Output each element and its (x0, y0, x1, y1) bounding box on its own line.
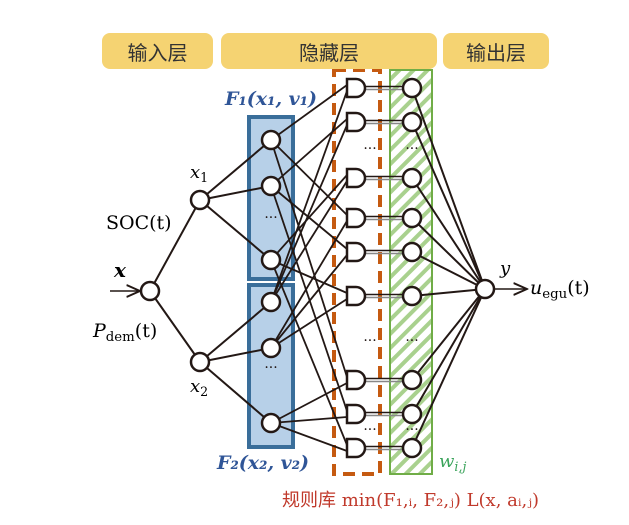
output-main: u (530, 277, 543, 299)
edge-f2-rule (270, 416, 348, 424)
rule-node (345, 403, 367, 425)
edge-x2-membership (199, 361, 272, 424)
ellipsis-weight-mid: ··· (405, 333, 418, 349)
rule-node (345, 241, 367, 263)
edge-f2-rule (270, 124, 348, 303)
ellipsis-f2: ··· (264, 360, 277, 376)
edge-weight-output (411, 288, 486, 297)
p-dem-label: Pdem(t) (93, 320, 157, 345)
header-hidden-layer: 隐藏层 (221, 33, 437, 69)
x2-sub: 2 (200, 383, 209, 399)
membership-node-f1 (260, 249, 282, 271)
ellipsis-weight-top: ··· (405, 141, 418, 157)
edge-weight-output (411, 177, 486, 290)
weight-layer-box (389, 69, 433, 475)
header-output-layer: 输出层 (443, 33, 549, 69)
x2-node (189, 351, 211, 373)
p-dem-tail: (t) (134, 320, 158, 342)
output-sub: egu (542, 286, 568, 302)
x1-sub: 1 (200, 169, 209, 185)
membership-node-f2 (260, 337, 282, 359)
x1-node (189, 189, 211, 211)
edge-input-x1 (149, 199, 201, 292)
ellipsis-rule-mid: ··· (363, 333, 376, 349)
f2-label: F₂(x₂, v₂) (217, 452, 310, 474)
weight-node (401, 241, 423, 263)
edge-input-x2 (149, 290, 201, 363)
membership-node-f1 (260, 129, 282, 151)
ellipsis-f1: ··· (264, 210, 277, 226)
edge-f2-rule (270, 298, 348, 349)
edge-f2-rule (270, 220, 348, 349)
p-dem-main: P (93, 320, 106, 342)
weight-node (401, 285, 423, 307)
edge-x1-membership (199, 199, 272, 261)
edge-f1-rule (270, 139, 348, 378)
rule-base-label: 规则库 min(F₁,ᵢ, F₂,ⱼ) L(x, aᵢ,ⱼ) (282, 490, 540, 511)
output-tail: (t) (567, 277, 590, 299)
rule-node (345, 167, 367, 189)
input-vector-label: x (114, 258, 126, 282)
rule-layer-box (332, 68, 382, 476)
weight-node (401, 403, 423, 425)
edge-f2-rule (270, 422, 348, 452)
edge-f1-rule (270, 84, 348, 141)
edge-weight-output (411, 87, 486, 290)
edge-f1-rule (270, 259, 348, 446)
membership-node-f2 (260, 291, 282, 313)
edge-f1-rule (270, 174, 348, 261)
x2-main: x (190, 376, 201, 397)
ellipsis-rule-bottom: ··· (363, 422, 376, 438)
edge-x1-membership (199, 139, 272, 201)
edge-f2-rule (270, 254, 348, 349)
weight-node (401, 207, 423, 229)
p-dem-sub: dem (105, 329, 135, 345)
membership-node-f2 (260, 412, 282, 434)
weight-node (401, 437, 423, 459)
edge-f2-rule (270, 180, 348, 303)
weight-sub: i,j (454, 458, 467, 474)
header-input-layer: 输入层 (102, 33, 213, 69)
edge-weight-output (411, 121, 486, 290)
x1-label: x1 (190, 162, 208, 185)
weight-node (401, 167, 423, 189)
weight-node (401, 111, 423, 133)
rule-node (345, 77, 367, 99)
weight-node (401, 369, 423, 391)
edge-f1-rule (270, 185, 348, 412)
weight-node (401, 77, 423, 99)
weight-label: wi,j (439, 451, 466, 474)
edge-weight-output (411, 288, 486, 415)
output-label: uegu(t) (530, 277, 590, 302)
rule-node (345, 437, 367, 459)
rule-node (345, 369, 367, 391)
input-node (139, 280, 161, 302)
weight-main: w (439, 451, 455, 472)
soc-label: SOC(t) (106, 212, 172, 234)
x2-label: x2 (190, 376, 208, 399)
x1-main: x (190, 162, 201, 183)
output-node (474, 278, 496, 300)
edge-f2-rule (270, 90, 348, 303)
edge-f2-rule (270, 382, 348, 424)
edge-weight-output (411, 288, 486, 449)
rule-node (345, 111, 367, 133)
y-label: y (500, 258, 511, 279)
ellipsis-rule-top: ··· (363, 141, 376, 157)
f1-label: F₁(x₁, v₁) (225, 88, 318, 110)
membership-node-f1 (260, 175, 282, 197)
edge-x1-membership (199, 185, 272, 201)
edge-x2-membership (199, 301, 272, 363)
edge-x2-membership (199, 347, 272, 363)
edge-weight-output (411, 217, 486, 290)
ellipsis-weight-bottom: ··· (405, 422, 418, 438)
edge-weight-output (411, 288, 486, 381)
rule-node (345, 207, 367, 229)
edge-f1-rule (270, 118, 348, 187)
rule-node (345, 285, 367, 307)
edge-weight-output (411, 251, 486, 290)
